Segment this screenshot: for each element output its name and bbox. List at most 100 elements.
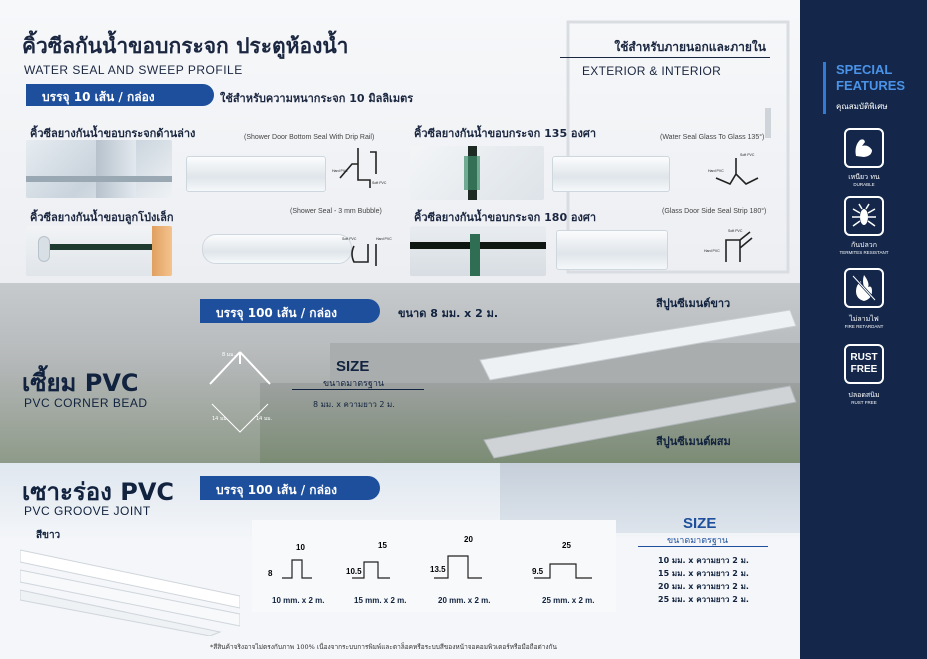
corner-bead-pack-badge: บรรจุ 100 เส้น / กล่อง <box>200 299 380 323</box>
groove-size-item: 15 มม. x ความยาว 2 ม. <box>658 569 749 578</box>
corner-size-value: 8 มม. x ความยาว 2 ม. <box>313 400 395 409</box>
disclaimer-note: *สีสินค้าจริงอาจไม่ตรงกับภาพ 100% เนื่อง… <box>210 643 557 651</box>
diagram-label: Hard PVC <box>708 169 724 173</box>
feature-termite-badge <box>844 196 884 236</box>
seal-bottom-diagram: Hard PVC Soft PVC <box>332 148 387 188</box>
feature-fire-badge <box>844 268 884 308</box>
feature-fire-label-en: FIRE RETARDANT <box>844 324 884 329</box>
groove-pack-badge: บรรจุ 100 เส้น / กล่อง <box>200 476 380 500</box>
diagram-label: Hard PVC <box>376 237 392 241</box>
feature-termite-label: กันปลวก <box>851 241 877 249</box>
corner-bead-subtitle: PVC CORNER BEAD <box>24 396 148 410</box>
feature-fire-label: ไม่ลามไฟ <box>849 315 879 323</box>
seal-180-subtitle: (Glass Door Side Seal Strip 180°) <box>662 208 767 215</box>
seal-bubble-diagram: Soft PVC Hard PVC <box>342 237 392 266</box>
seal-135-title: คิ้วซีลยางกันน้ำขอบกระจก 135 องศา <box>414 127 597 140</box>
feature-durable-badge <box>844 128 884 168</box>
groove-size-title: SIZE <box>683 515 717 532</box>
diagram-label: Soft PVC <box>372 181 387 185</box>
groove-height: 10.5 <box>346 567 362 576</box>
seal-bottom-photo <box>26 140 172 198</box>
glass-thickness-note: ใช้สำหรับความหนากระจก 10 มิลลิเมตร <box>220 92 414 105</box>
glass-door-decoration <box>566 20 790 274</box>
seal-135-subtitle: (Water Seal Glass To Glass 135°) <box>660 134 765 141</box>
feature-termite-label-en: TERMITES RESISTANT <box>839 250 889 255</box>
groove-strips <box>20 549 240 636</box>
seal-bottom-profile <box>186 156 326 192</box>
rust-free-badge-line2: FREE <box>850 364 878 375</box>
feature-rust-label: ปลอดสนิม <box>848 391 880 399</box>
corner-bead-size-note: ขนาด 8 มม. x 2 ม. <box>398 307 499 320</box>
page-title: คิ้วซีลกันน้ำขอบกระจก ประตูห้องน้ำ <box>22 34 349 58</box>
groove-profiles-diagram: 10 8 15 10.5 20 13.5 25 9.5 <box>268 535 592 579</box>
seal-bubble-subtitle: (Shower Seal - 3 mm Bubble) <box>290 208 382 215</box>
groove-size-item: 20 มม. x ความยาว 2 ม. <box>658 582 749 591</box>
groove-color-label: สีขาว <box>36 530 61 541</box>
seal-135-photo <box>410 146 544 200</box>
groove-size-subtitle: ขนาดมาตรฐาน <box>667 536 729 546</box>
corner-size-title: SIZE <box>336 358 370 375</box>
sidebar-subtitle: คุณสมบัติพิเศษ <box>836 102 888 111</box>
termite-icon <box>852 203 876 227</box>
corner-bead-strips <box>479 309 797 459</box>
groove-label-10: 10 mm. x 2 m. <box>272 596 325 605</box>
groove-height: 9.5 <box>532 567 544 576</box>
seal-180-photo <box>410 226 546 276</box>
sidebar-title-line1: SPECIAL <box>836 62 893 77</box>
seal-bubble-profile <box>202 234 352 264</box>
feature-durable-label: เหนียว ทน <box>848 173 880 181</box>
corner-size-divider <box>292 389 424 390</box>
feature-durable-label-en: DURABLE <box>853 182 875 187</box>
seal-180-title: คิ้วซีลยางกันน้ำขอบกระจก 180 องศา <box>414 211 597 224</box>
dim-label: 8 มม. <box>222 352 235 358</box>
groove-subtitle: PVC GROOVE JOINT <box>24 504 151 518</box>
dim-label: 14 มม. <box>256 416 273 422</box>
feature-rust-badge: RUST FREE <box>844 344 884 384</box>
corner-size-subtitle: ขนาดมาตรฐาน <box>323 379 385 389</box>
seal-bottom-title: คิ้วซีลยางกันน้ำขอบกระจกด้านล่าง <box>30 127 196 140</box>
seal-135-profile <box>552 156 670 192</box>
diagram-label: Soft PVC <box>740 153 755 157</box>
fire-icon <box>852 275 876 301</box>
groove-title: เซาะร่อง PVC <box>22 478 175 506</box>
diagram-label: Soft PVC <box>728 229 743 233</box>
groove-size-item: 25 มม. x ความยาว 2 ม. <box>658 595 749 604</box>
groove-height: 13.5 <box>430 565 446 574</box>
feature-rust-label-en: RUST FREE <box>851 400 877 405</box>
corner-bead-diagram: 8 มม. 14 มม. 14 มม. <box>209 351 273 433</box>
groove-width: 15 <box>378 541 387 550</box>
diagram-label: Hard PVC <box>704 249 720 253</box>
dim-label: 14 มม. <box>212 416 229 422</box>
seal-bubble-photo <box>26 226 172 276</box>
arm-strength-icon <box>855 139 872 157</box>
diagram-label: Hard PVC <box>332 169 348 173</box>
groove-label-25: 25 mm. x 2 m. <box>542 596 595 605</box>
groove-size-item: 10 มม. x ความยาว 2 ม. <box>658 556 749 565</box>
seal-180-profile <box>556 230 668 270</box>
groove-diagram-panel <box>252 520 616 612</box>
corner-bead-title: เซี้ยม PVC <box>22 369 139 397</box>
seal-180-diagram: Soft PVC Hard PVC <box>704 229 753 262</box>
seal-bubble-title: คิ้วซีลยางกันน้ำขอบลูกโป่งเล็ก <box>30 211 174 224</box>
groove-height: 8 <box>268 569 273 578</box>
pack-badge: บรรจุ 10 เส้น / กล่อง <box>26 84 214 106</box>
groove-label-15: 15 mm. x 2 m. <box>354 596 407 605</box>
usage-divider <box>560 57 770 58</box>
rust-free-icon: RUST FREE <box>850 352 877 376</box>
sidebar-title-line2: FEATURES <box>836 78 906 93</box>
sidebar-accent-bar <box>823 62 826 114</box>
cement-mix-label: สีปูนซีเมนต์ผสม <box>656 435 731 448</box>
usage-label-en: EXTERIOR & INTERIOR <box>582 64 722 78</box>
groove-size-divider <box>638 546 768 547</box>
page-subtitle: WATER SEAL AND SWEEP PROFILE <box>24 63 243 77</box>
usage-label: ใช้สำหรับภายนอกและภายใน <box>614 40 766 54</box>
groove-width: 20 <box>464 535 473 544</box>
seal-135-diagram: Soft PVC Hard PVC <box>708 153 759 186</box>
seal-bottom-subtitle: (Shower Door Bottom Seal With Drip Rail) <box>244 134 375 141</box>
groove-label-20: 20 mm. x 2 m. <box>438 596 491 605</box>
special-features-sidebar <box>800 0 927 659</box>
groove-width: 10 <box>296 543 305 552</box>
diagram-label: Soft PVC <box>342 237 357 241</box>
rust-free-badge-line1: RUST <box>850 352 878 363</box>
groove-width: 25 <box>562 541 571 550</box>
